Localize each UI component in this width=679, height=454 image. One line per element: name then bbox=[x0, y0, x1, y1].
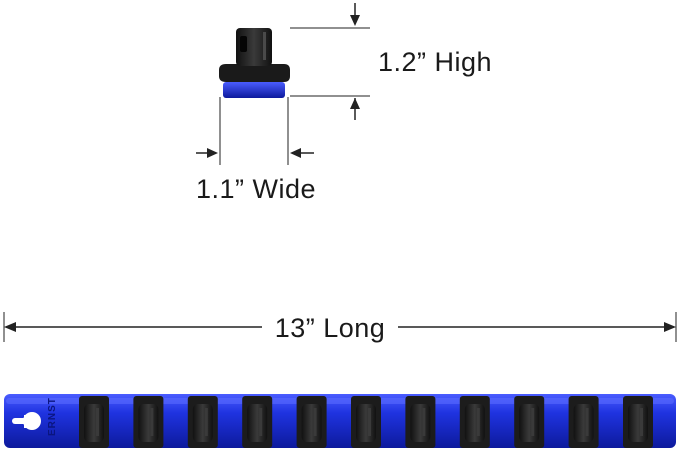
rail-clips bbox=[79, 396, 653, 448]
rail-clip bbox=[187, 396, 218, 448]
keyhole-slot bbox=[12, 412, 41, 430]
rail-body bbox=[4, 394, 676, 448]
length-dimension: 13” Long bbox=[3, 312, 677, 343]
width-label: 1.1” Wide bbox=[196, 174, 316, 204]
rail-clip bbox=[351, 396, 381, 448]
rail-clip bbox=[623, 396, 653, 448]
rail-clip bbox=[459, 396, 490, 448]
length-label: 13” Long bbox=[275, 313, 386, 343]
rail-brand: ERNST bbox=[47, 397, 58, 436]
height-label: 1.2” High bbox=[378, 47, 492, 77]
height-dimension: 1.2” High bbox=[290, 3, 492, 120]
socket-rail-image: ERNST bbox=[4, 394, 676, 448]
rail-clip bbox=[405, 396, 436, 448]
single-clip-image bbox=[219, 28, 290, 98]
rail-clip bbox=[568, 396, 599, 448]
width-dimension: 1.1” Wide bbox=[196, 97, 316, 204]
rail-clip bbox=[79, 396, 109, 448]
rail-clip bbox=[133, 396, 164, 448]
rail-clip bbox=[514, 396, 545, 448]
rail-clip bbox=[242, 396, 273, 448]
rail-clip bbox=[296, 396, 327, 448]
